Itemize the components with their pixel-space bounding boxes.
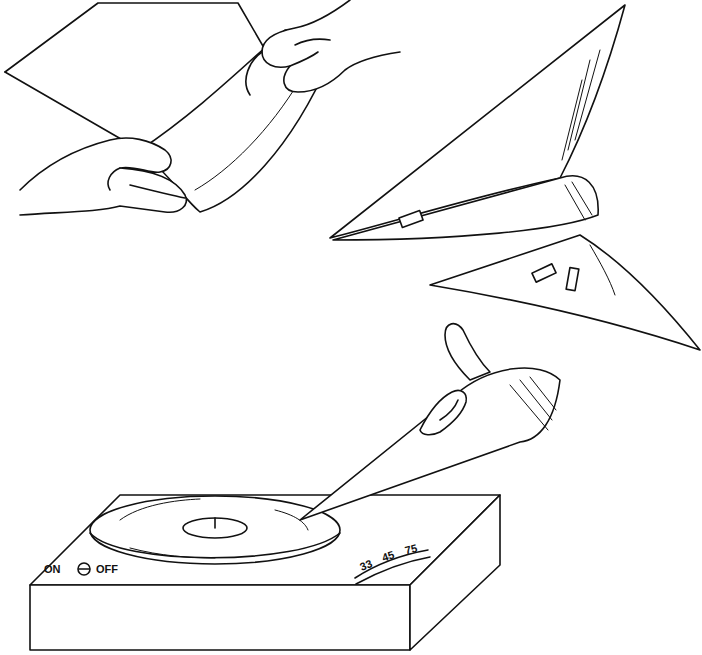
record-player <box>30 495 500 650</box>
paper-cones <box>330 5 700 350</box>
switch-label: ON <box>44 564 61 575</box>
left-hand <box>20 138 186 215</box>
switch-label: OFF <box>96 564 118 575</box>
right-hand <box>246 0 400 95</box>
cone-needle <box>300 324 560 520</box>
